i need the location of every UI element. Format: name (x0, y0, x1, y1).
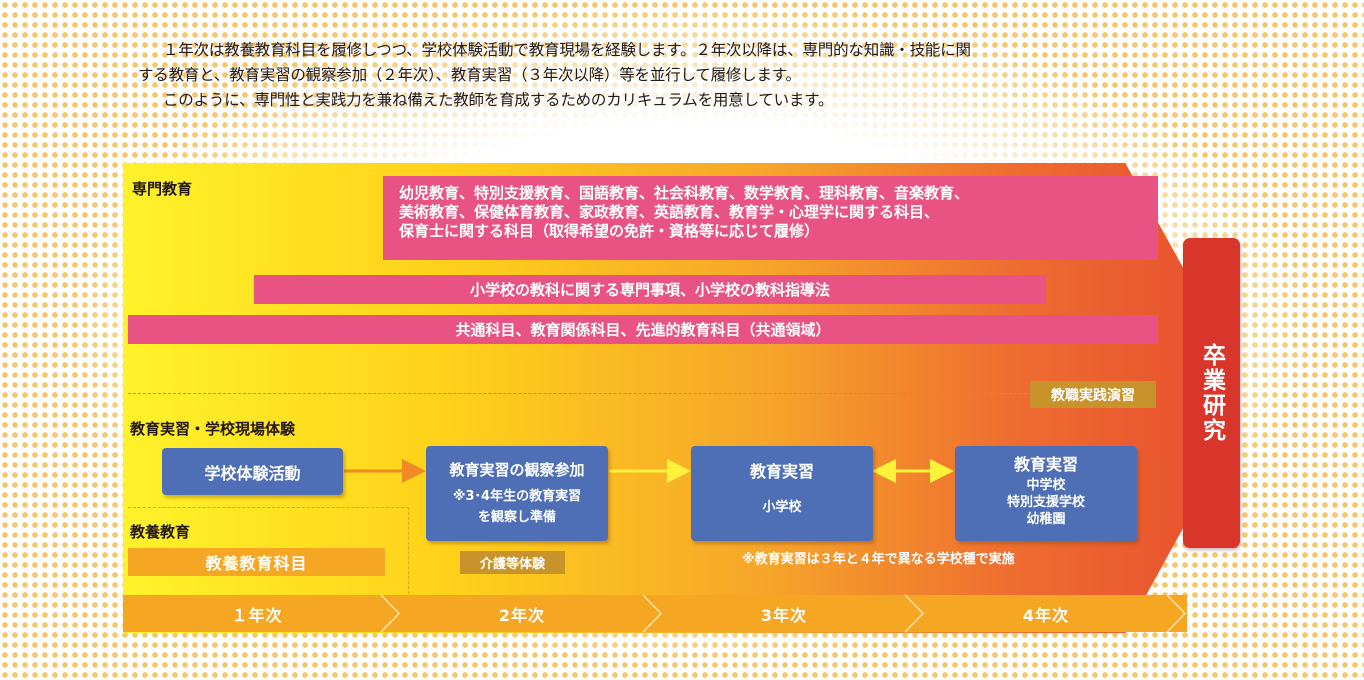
specialized-subjects-line-1: 幼児教育、特別支援教育、国語教育、社会科教育、数学教育、理科教育、音楽教育、 (399, 184, 970, 202)
year-1-label: １年次 (231, 605, 283, 625)
specialized-subjects-bar: 幼児教育、特別支援教育、国語教育、社会科教育、数学教育、理科教育、音楽教育、 美… (383, 176, 1158, 260)
practice-year3-school: 小学校 (762, 500, 802, 515)
liberal-subjects-bar: 教養教育科目 (128, 548, 385, 576)
intro-line-3: このように、専門性と実践力を兼ね備えた教師を育成するためのカリキュラムを用意して… (163, 91, 834, 109)
school-experience-box: 学校体験活動 (162, 448, 343, 495)
observation-note-2: を観察し準備 (477, 509, 556, 525)
intro-text: １年次は教養教育科目を履修しつつ、学校体験活動で教育現場を経験します。２年次以降… (138, 38, 1198, 113)
specialized-subjects-line-2: 美術教育、保健体育教育、家政教育、英語教育、教育学・心理学に関する科目、 (399, 203, 940, 221)
practice-year4-school-3: 幼稚園 (1026, 512, 1066, 527)
practice-year3-title: 教育実習 (749, 462, 814, 481)
common-subjects-bar: 共通科目、教育関係科目、先進的教育科目（共通領域） (128, 315, 1158, 344)
school-experience-label: 学校体験活動 (204, 463, 301, 483)
observation-title: 教育実習の観察参加 (449, 460, 585, 479)
practicum-title: 教育実習・学校現場体験 (130, 420, 296, 438)
year-timeline: １年次 2年次 3年次 4年次 (123, 594, 1187, 633)
practice-year4-school-2: 特別支援学校 (1006, 495, 1085, 510)
year-2-label: 2年次 (498, 605, 546, 625)
intro-line-2: する教育と、教育実習の観察参加（２年次）、教育実習（３年次以降）等を並行して履修… (138, 66, 801, 84)
liberal-education-title: 教養教育 (130, 523, 191, 541)
practice-year4-box: 教育実習 中学校 特別支援学校 幼稚園 (955, 446, 1137, 541)
liberal-divider (128, 507, 409, 594)
observation-box: 教育実習の観察参加 ※3･4年生の教育実習 を観察し準備 (426, 446, 608, 541)
section-divider (128, 393, 1032, 394)
year-3-label: 3年次 (760, 605, 808, 625)
practice-year4-title: 教育実習 (1013, 455, 1078, 474)
specialized-education-title: 専門教育 (132, 180, 193, 198)
care-experience-tag: 介護等体験 (460, 551, 565, 574)
year-4-label: 4年次 (1022, 605, 1070, 625)
year-chevrons (380, 594, 1187, 633)
elementary-subjects-bar: 小学校の教科に関する専門事項、小学校の教科指導法 (254, 275, 1046, 304)
practice-year4-school-1: 中学校 (1026, 478, 1066, 493)
observation-note-1: ※3･4年生の教育実習 (452, 488, 582, 504)
specialized-subjects-line-3: 保育士に関する科目（取得希望の免許・資格等に応じて履修） (399, 222, 820, 240)
graduation-research: 卒業研究 (1183, 238, 1240, 548)
intro-line-1: １年次は教養教育科目を履修しつつ、学校体験活動で教育現場を経験します。２年次以降… (163, 41, 971, 59)
practice-seminar-tag: 教職実践演習 (1030, 381, 1156, 408)
practice-year3-box: 教育実習 小学校 (691, 446, 873, 541)
practicum-note: ※教育実習は３年と４年で異なる学校種で実施 (742, 552, 1015, 567)
